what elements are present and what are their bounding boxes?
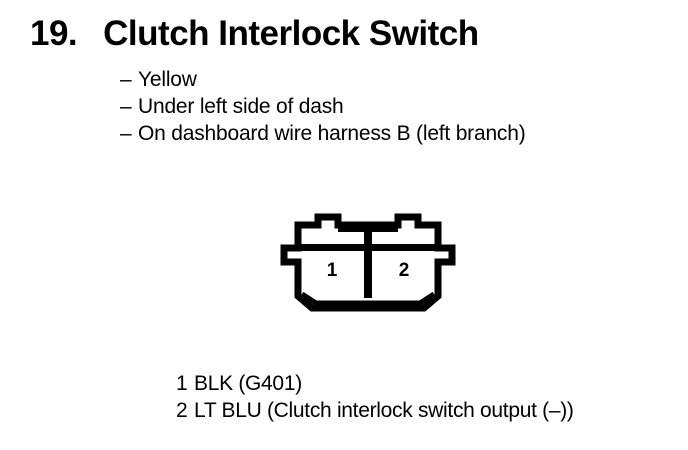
legend-row: 2 LT BLU (Clutch interlock switch output… [176, 397, 574, 424]
list-item: – Yellow [120, 66, 526, 93]
connector-skirt-line [300, 291, 436, 306]
legend-pin-description: BLK (G401) [194, 372, 302, 395]
list-item: – On dashboard wire harness B (left bran… [120, 120, 526, 147]
connector-top-slot [338, 225, 398, 232]
legend-row: 1 BLK (G401) [176, 370, 574, 397]
list-item-label: On dashboard wire harness B (left branch… [138, 122, 526, 145]
cavity-number-2: 2 [399, 260, 410, 281]
pin-legend: 1 BLK (G401) 2 LT BLU (Clutch interlock … [176, 370, 574, 424]
heading-title-text: Clutch Interlock Switch [103, 14, 479, 53]
connector-cavity-divider [364, 229, 372, 298]
dash-icon: – [120, 122, 132, 145]
heading-item-number: 19. [30, 14, 78, 53]
description-list: – Yellow – Under left side of dash – On … [120, 66, 526, 147]
legend-pin-number: 1 [176, 372, 188, 395]
connector-housing-outline [280, 213, 456, 312]
dash-icon: – [120, 95, 132, 118]
page-title: 19. Clutch Interlock Switch [30, 14, 479, 54]
list-item-label: Under left side of dash [138, 95, 344, 118]
list-item: – Under left side of dash [120, 93, 526, 120]
dash-icon: – [120, 68, 132, 91]
cavity-number-1: 1 [327, 260, 338, 281]
list-item-label: Yellow [138, 68, 197, 91]
legend-pin-description: LT BLU (Clutch interlock switch output (… [194, 399, 574, 422]
legend-pin-number: 2 [176, 399, 188, 422]
connector-diagram: 1 2 [272, 208, 464, 312]
